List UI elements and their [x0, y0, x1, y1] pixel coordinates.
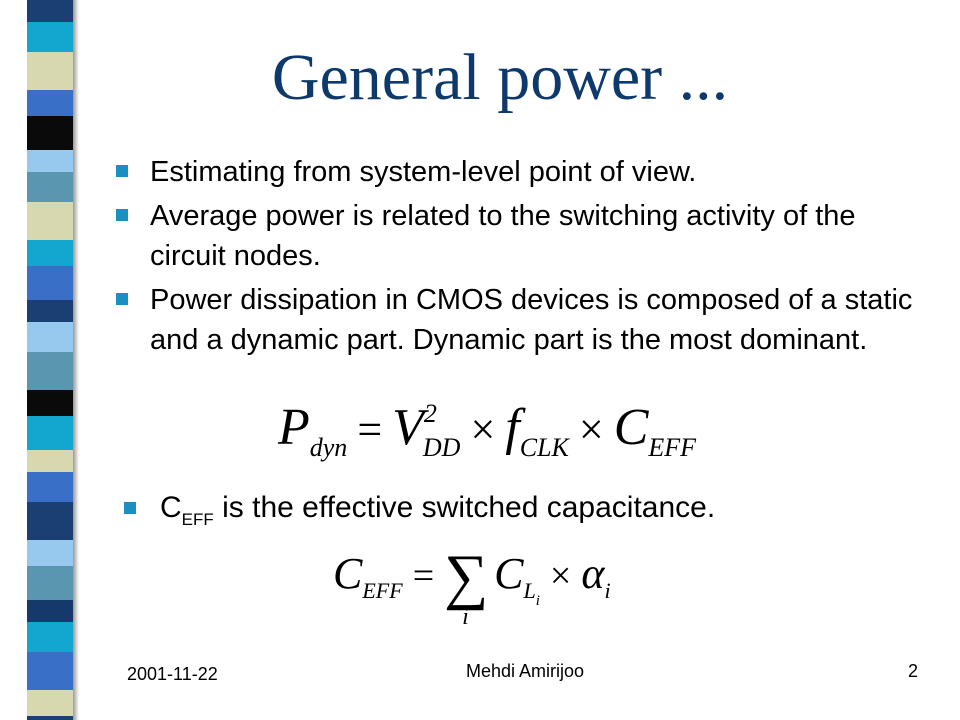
eq-sub-dyn: dyn [309, 433, 348, 462]
eq-symbol-v: V [392, 399, 424, 456]
stripe-segment [27, 566, 73, 600]
bullet-square-icon [116, 165, 128, 177]
eq-times: × [470, 405, 496, 454]
eq-sup-2: 2 [423, 399, 437, 428]
stripe-segment [27, 690, 73, 716]
summation-index: i [462, 604, 469, 630]
eq-subsub-i: i [535, 593, 540, 609]
stripe-segment [27, 716, 73, 720]
eq-sub-eff: EFF [648, 433, 697, 462]
eq-times: × [578, 405, 604, 454]
eq-symbol-f: f [505, 399, 520, 456]
stripe-segment [27, 240, 73, 266]
stripe-segment [27, 116, 73, 150]
eq-symbol-alpha: α [581, 549, 605, 598]
bullet-text: Average power is related to the switchin… [150, 200, 856, 272]
eq-equals: = [412, 555, 435, 597]
stripe-segment [27, 390, 73, 416]
eq-symbol-c: C [333, 549, 363, 598]
stripe-segment [27, 322, 73, 352]
stripe-segment [27, 0, 73, 22]
ceff-subscript: EFF [181, 510, 214, 529]
page-number: 2 [908, 661, 919, 681]
stripe-segment [27, 450, 73, 472]
slide-title: General power ... [271, 41, 729, 114]
bullet-text: Power dissipation in CMOS devices is com… [150, 284, 913, 356]
stripe-segment [27, 416, 73, 450]
effective-capacitance-equation: CEFF = ∑ i CLi × αi [333, 543, 611, 630]
eq-sub-eff: EFF [362, 578, 403, 603]
summation-block: ∑ i [444, 543, 490, 630]
bullet-item-ceff: CEFF is the effective switched capacitan… [124, 488, 930, 532]
stripe-segment [27, 540, 73, 566]
stripe-segment [27, 600, 73, 622]
dynamic-power-equation: Pdyn = V2DD × fCLK × CEFF [278, 398, 696, 462]
ceff-symbol: C [160, 491, 182, 524]
bullet-square-icon [116, 293, 128, 305]
stripe-segment [27, 652, 73, 690]
stripe-segment [27, 202, 73, 240]
bullet-item-2: Average power is related to the switchin… [116, 196, 920, 276]
bullet-text: Estimating from system-level point of vi… [150, 156, 697, 188]
eq-symbol-c: C [613, 399, 649, 456]
bullet-square-icon [116, 209, 128, 221]
eq-sub-l: L [523, 578, 536, 603]
eq-sub-dd: DD [422, 433, 461, 462]
stripe-segment [27, 266, 73, 300]
summation-sign: ∑ [444, 543, 489, 611]
footer-author: Mehdi Amirijoo [466, 661, 585, 681]
bullet-square-icon [124, 502, 136, 514]
eq-sub-i: i [604, 578, 611, 603]
stripe-segment [27, 352, 73, 390]
stripe-segment [27, 22, 73, 52]
eq-sub-clk: CLK [519, 433, 569, 462]
stripe-shadow [73, 0, 79, 720]
stripe-segment [27, 172, 73, 202]
decorative-left-stripe [27, 0, 73, 720]
bullet-item-1: Estimating from system-level point of vi… [116, 152, 920, 192]
stripe-segment [27, 472, 73, 502]
stripe-segment [27, 300, 73, 322]
ceff-text: is the effective switched capacitance. [213, 491, 716, 524]
eq-symbol-cl: C [494, 549, 524, 598]
eq-symbol-p: P [278, 399, 310, 456]
stripe-segment [27, 622, 73, 652]
stripe-segment [27, 150, 73, 172]
eq-equals: = [357, 405, 383, 454]
stripe-segment [27, 90, 73, 116]
bullet-item-3: Power dissipation in CMOS devices is com… [116, 280, 920, 360]
stripe-segment [27, 52, 73, 90]
eq-times: × [549, 555, 572, 597]
stripe-segment [27, 502, 73, 540]
footer-date: 2001-11-22 [127, 664, 218, 684]
